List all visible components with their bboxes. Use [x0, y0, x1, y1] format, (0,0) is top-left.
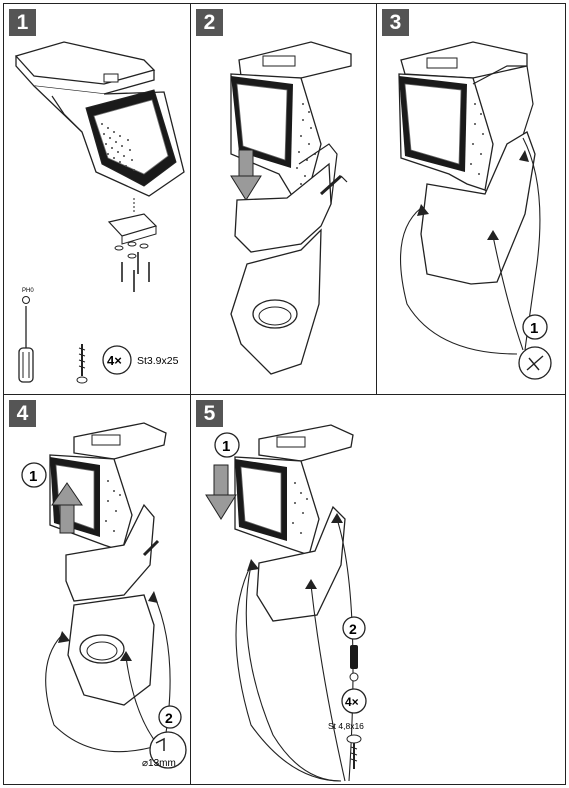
- step-3-panel: 3 1: [377, 4, 566, 394]
- step-4-panel: 4 1 2 ⌀13mm: [4, 395, 190, 785]
- screw-count: 4×: [107, 353, 122, 368]
- step-3-illustration: 1: [398, 41, 552, 380]
- step-2-panel: 2: [191, 4, 376, 394]
- lift-up-arrow-icon: [51, 482, 83, 534]
- step-5-callout-1-circle: [214, 432, 240, 458]
- step-4-callout-2: 2: [165, 710, 173, 726]
- step-2-badge: 2: [196, 9, 223, 36]
- step-2-illustration: [230, 41, 352, 375]
- step-5-panel: 5 1 2 4× St 4,8x16: [191, 395, 376, 785]
- step-5-callout-2-circle: [342, 616, 366, 640]
- phillips-icon: [22, 296, 30, 304]
- phillips-icon: [349, 672, 359, 682]
- drill-size: ⌀13mm: [142, 758, 176, 769]
- push-down-arrow-icon: [230, 149, 262, 201]
- screw-icon: [76, 344, 88, 384]
- step-5-callout-2: 2: [349, 621, 357, 637]
- screwdriver-handle-icon: [18, 347, 34, 383]
- divider-horizontal: [3, 394, 566, 395]
- screw-spec: St3.9x25: [137, 355, 179, 367]
- step-3-callout: 1: [530, 320, 538, 337]
- step-4-illustration: 1 2 ⌀13mm: [21, 422, 187, 769]
- step-5-badge: 5: [196, 400, 223, 427]
- tool-label: PH0: [22, 288, 34, 294]
- screw-count-circle: [341, 688, 367, 714]
- step-4-callout-2-circle: [158, 705, 182, 729]
- screw-spec: St 4,8x16: [328, 721, 364, 731]
- step-1-illustration: PH0 4× St3.9x25: [14, 41, 185, 384]
- screw-count: 4×: [345, 695, 359, 709]
- step-5-illustration: 1 2 4× St 4,8x16: [205, 424, 367, 782]
- step-1-panel: 1 PH0: [4, 4, 190, 394]
- divider-vertical-right: [376, 3, 377, 394]
- step-4-callout-1: 1: [29, 468, 37, 485]
- step-4-badge: 4: [9, 400, 36, 427]
- step-5-callout-1: 1: [222, 438, 230, 455]
- step-3-callout-circle: [522, 314, 548, 340]
- screw-count-circle: [102, 345, 132, 375]
- screwdriver-bit-icon: [350, 645, 358, 669]
- step-3-badge: 3: [382, 9, 409, 36]
- step-4-callout-1-circle: [21, 462, 47, 488]
- step-1-badge: 1: [9, 9, 36, 36]
- push-down-arrow-icon: [205, 464, 237, 520]
- screw-icon: [346, 734, 362, 769]
